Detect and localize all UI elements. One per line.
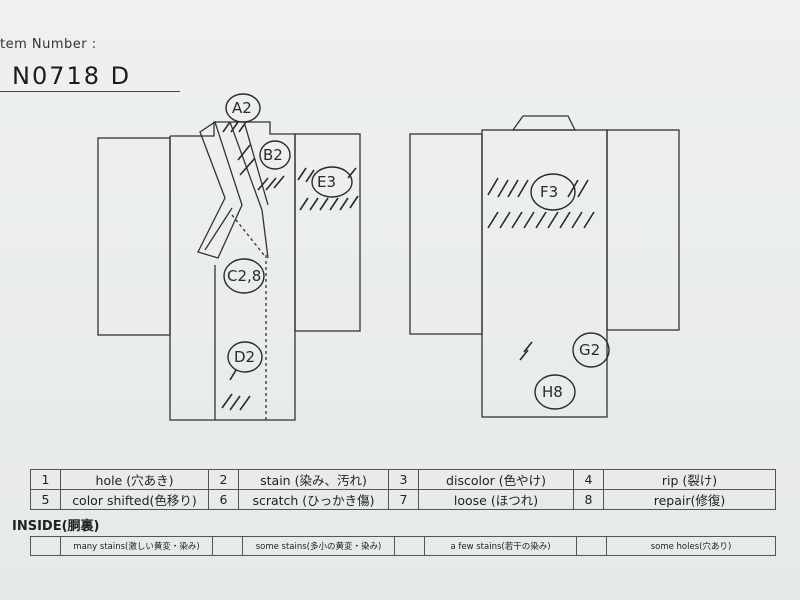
inside-condition-table: many stains(激しい黄変・染み) some stains(多小の黄変・… (30, 536, 776, 556)
mark-label-back: H8 (542, 383, 563, 401)
mark-label-back: G2 (579, 341, 600, 359)
legend-text: scratch (ひっかき傷) (238, 489, 389, 510)
legend-text: discolor (色やけ) (418, 469, 574, 490)
item-number-value: N0718 D (12, 62, 132, 90)
legend-number: 8 (573, 489, 604, 510)
mark-circles (223, 93, 610, 410)
inside-text: some stains(多小の黄変・染み) (242, 536, 395, 556)
legend-row: 5 color shifted(色移り) 6 scratch (ひっかき傷) 7… (30, 489, 776, 510)
legend-text: repair(修復) (603, 489, 776, 510)
mark-label-back: F3 (540, 183, 558, 201)
legend-number: 2 (208, 469, 239, 490)
legend-text: loose (ほつれ) (418, 489, 574, 510)
inside-checkbox[interactable] (30, 536, 61, 556)
legend-number: 1 (30, 469, 61, 490)
inside-checkbox[interactable] (212, 536, 243, 556)
inside-text: some holes(穴あり) (606, 536, 776, 556)
inside-row: many stains(激しい黄変・染み) some stains(多小の黄変・… (30, 536, 776, 556)
legend-text: hole (穴あき) (60, 469, 209, 490)
mark-label-front: C2,8 (227, 267, 261, 285)
legend-text: stain (染み、汚れ) (238, 469, 389, 490)
legend-number: 6 (208, 489, 239, 510)
mark-label-front: B2 (263, 146, 283, 164)
legend-number: 5 (30, 489, 61, 510)
item-number-underline (0, 91, 180, 92)
inside-checkbox[interactable] (394, 536, 425, 556)
legend-number: 7 (388, 489, 419, 510)
inside-text: many stains(激しい黄変・染み) (60, 536, 213, 556)
item-number-label: tem Number : (0, 37, 97, 52)
damage-legend-table: 1 hole (穴あき) 2 stain (染み、汚れ) 3 discolor … (30, 469, 776, 510)
legend-text: rip (裂け) (603, 469, 776, 490)
front-kimono-outline (97, 120, 361, 421)
inside-checkbox[interactable] (576, 536, 607, 556)
mark-label-front: D2 (234, 348, 255, 366)
damage-hatching (221, 121, 595, 411)
back-kimono-outline (409, 115, 680, 418)
legend-text: color shifted(色移り) (60, 489, 209, 510)
mark-label-front: A2 (232, 99, 252, 117)
legend-row: 1 hole (穴あき) 2 stain (染み、汚れ) 3 discolor … (30, 469, 776, 490)
legend-number: 4 (573, 469, 604, 490)
legend-number: 3 (388, 469, 419, 490)
mark-label-front: E3 (317, 173, 336, 191)
inside-text: a few stains(若干の染み) (424, 536, 577, 556)
inside-title: INSIDE(胴裏) (12, 519, 100, 534)
